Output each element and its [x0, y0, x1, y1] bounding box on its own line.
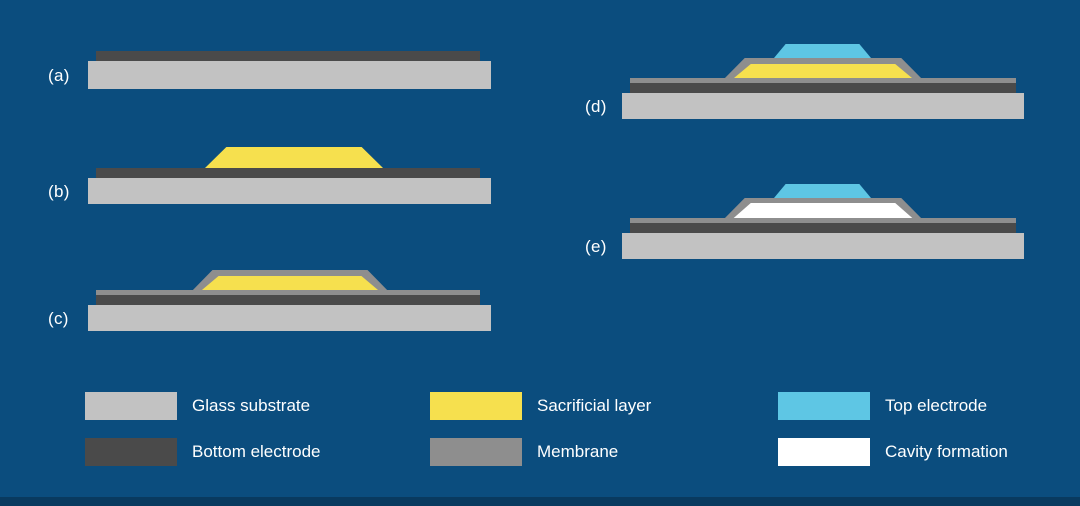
- legend-label-top-electrode: Top electrode: [885, 396, 988, 415]
- legend-item-membrane: Membrane: [430, 438, 618, 466]
- glass-substrate-swatch: [85, 392, 177, 420]
- legend-item-cavity-formation: Cavity formation: [778, 438, 1008, 466]
- glass-substrate-layer: [622, 93, 1024, 119]
- legend-label-cavity-formation: Cavity formation: [885, 442, 1008, 461]
- step-e-diagram: [622, 184, 1024, 259]
- legend-item-top-electrode: Top electrode: [778, 392, 987, 420]
- glass-substrate-layer: [622, 233, 1024, 259]
- legend-item-glass-substrate: Glass substrate: [85, 392, 310, 420]
- step-d-diagram: [622, 44, 1024, 119]
- step-label-b: (b): [48, 182, 70, 201]
- bottom-electrode-swatch: [85, 438, 177, 466]
- step-label-e: (e): [585, 237, 607, 256]
- bottom-electrode-layer: [630, 223, 1016, 233]
- membrane-layer: [630, 218, 1016, 223]
- step-a-diagram: [88, 51, 491, 89]
- glass-substrate-layer: [88, 61, 491, 89]
- footer-bar: [0, 497, 1080, 506]
- glass-substrate-layer: [88, 178, 491, 204]
- glass-substrate-layer: [88, 305, 491, 331]
- legend-label-bottom-electrode: Bottom electrode: [192, 442, 321, 461]
- cavity-formation-swatch: [778, 438, 870, 466]
- step-label-c: (c): [48, 309, 69, 328]
- membrane-swatch: [430, 438, 522, 466]
- legend-item-bottom-electrode: Bottom electrode: [85, 438, 321, 466]
- top-electrode-swatch: [778, 392, 870, 420]
- legend-label-sacrificial-layer: Sacrificial layer: [537, 396, 652, 415]
- bottom-electrode-layer: [96, 51, 480, 61]
- sacrificial-layer: [205, 147, 383, 168]
- step-label-d: (d): [585, 97, 607, 116]
- step-label-a: (a): [48, 66, 70, 85]
- legend-label-membrane: Membrane: [537, 442, 619, 461]
- bottom-electrode-layer: [96, 295, 480, 305]
- sacrificial-layer-swatch: [430, 392, 522, 420]
- step-c-diagram: [88, 270, 491, 331]
- top-electrode-layer: [774, 44, 871, 58]
- legend-label-glass-substrate: Glass substrate: [192, 396, 311, 415]
- membrane-layer: [630, 78, 1016, 83]
- top-electrode-layer: [774, 184, 871, 198]
- bottom-electrode-layer: [630, 83, 1016, 93]
- bottom-electrode-layer: [96, 168, 480, 178]
- step-b-diagram: [88, 147, 491, 204]
- legend-item-sacrificial-layer: Sacrificial layer: [430, 392, 651, 420]
- membrane-layer: [96, 290, 480, 295]
